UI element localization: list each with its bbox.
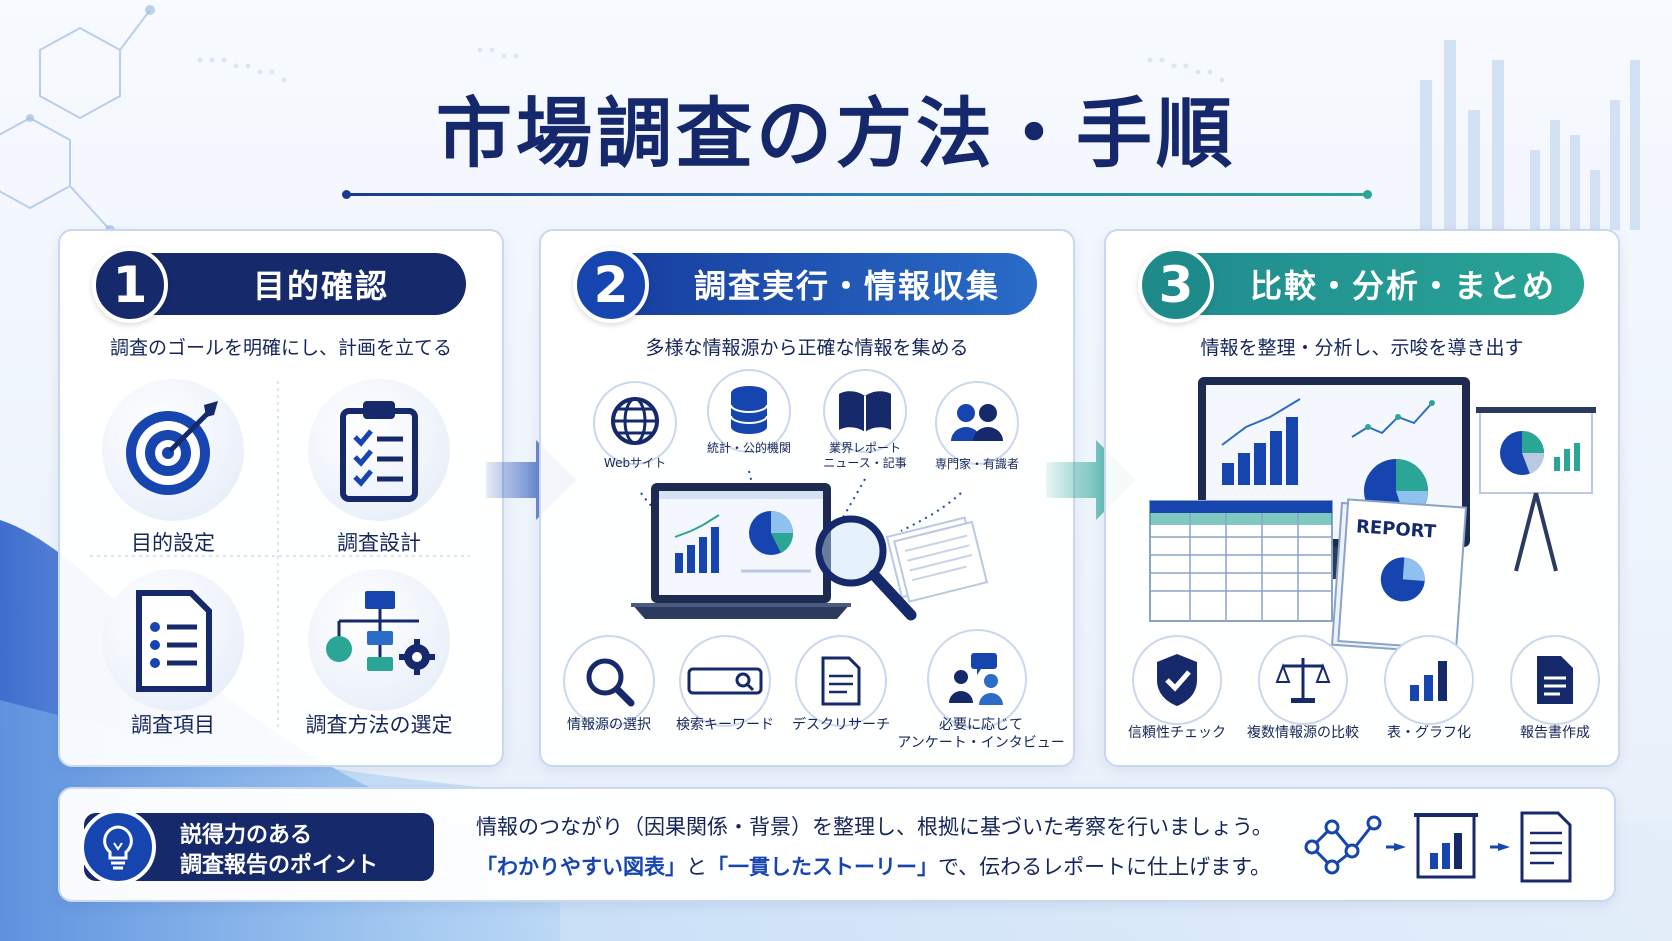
people-icon xyxy=(935,381,1019,465)
analysis-dashboard-illustration xyxy=(1149,377,1596,654)
action-report-writing-label: 報告書作成 xyxy=(1520,725,1590,741)
step-3-subtitle: 情報を整理・分析し、示唆を導き出す xyxy=(1200,337,1524,359)
step-1-title: 目的確認 xyxy=(252,267,389,305)
step-2-panel: 2 調査実行・情報収集 多様な情報源から正確な情報を集める Webサイト 統計・… xyxy=(539,229,1075,767)
key-point-connector: と xyxy=(686,855,707,879)
flowchart-gear-icon xyxy=(308,569,450,711)
title-underline xyxy=(342,190,1372,199)
globe-icon xyxy=(593,381,677,465)
key-point-title: 説得力のある 調査報告のポイント xyxy=(180,821,378,880)
step-2-title: 調査実行・情報収集 xyxy=(693,267,1000,305)
flow-to-report-icons xyxy=(1304,811,1572,883)
action-source-select-label: 情報源の選択 xyxy=(567,717,651,733)
search-bar-icon xyxy=(679,635,771,727)
step-1-panel: 1 目的確認 調査のゴールを明確にし、計画を立てる 目的設定 xyxy=(58,229,504,767)
key-point-title-line1: 説得力のある xyxy=(180,823,313,848)
target-icon xyxy=(102,379,244,521)
step-1-number: 1 xyxy=(92,247,168,323)
clipboard-checklist-icon xyxy=(308,379,450,521)
step-1-dividers xyxy=(90,381,470,731)
magnifier-icon xyxy=(563,635,655,727)
network-nodes-icon xyxy=(1304,815,1382,875)
item-purpose-setting: 目的設定 xyxy=(131,531,215,555)
action-reliability-label: 信頼性チェック xyxy=(1128,725,1226,741)
item-method-selection: 調査方法の選定 xyxy=(305,713,453,737)
action-desk-research-label: デスクリサーチ xyxy=(792,717,890,733)
list-document-icon xyxy=(102,569,244,711)
book-icon xyxy=(823,369,907,453)
report-doc-icon xyxy=(1510,635,1600,725)
report-document-icon xyxy=(1520,811,1572,883)
key-point-box: 説得力のある 調査報告のポイント 情報のつながり（因果関係・背景）を整理し、根拠… xyxy=(58,787,1616,902)
interview-icon xyxy=(927,629,1027,729)
key-point-title-line2: 調査報告のポイント xyxy=(180,852,379,878)
key-point-line1: 情報のつながり（因果関係・背景）を整理し、根拠に基づいた考察を行いましょう。 xyxy=(476,815,1273,839)
source-statistics-label: 統計・公的機関 xyxy=(706,441,791,455)
step-3-number: 3 xyxy=(1138,247,1214,323)
step-1-header: 1 目的確認 xyxy=(92,247,466,323)
item-survey-items: 調査項目 xyxy=(131,713,215,737)
item-survey-design: 調査設計 xyxy=(337,531,421,555)
shield-check-icon xyxy=(1132,635,1222,725)
step-3-panel: 3 比較・分析・まとめ 情報を整理・分析し、示唆を導き出す xyxy=(1104,229,1620,767)
action-interview-label: 必要に応じて アンケート・インタビュー xyxy=(897,717,1065,751)
page-title: 市場調査の方法・手順 xyxy=(436,89,1236,178)
lightbulb-icon xyxy=(80,809,156,885)
step-3-header: 3 比較・分析・まとめ xyxy=(1138,247,1584,323)
step-2-subtitle: 多様な情報源から正確な情報を集める xyxy=(645,337,969,359)
key-point-highlight-charts: 「わかりやすい図表」 xyxy=(476,855,686,879)
document-icon xyxy=(795,635,887,727)
chart-board-icon xyxy=(1414,813,1478,879)
source-website-label: Webサイト xyxy=(603,456,667,470)
step-2-header: 2 調査実行・情報収集 xyxy=(573,247,1037,323)
step-3-title: 比較・分析・まとめ xyxy=(1249,267,1556,305)
bar-chart-icon xyxy=(1384,635,1474,725)
source-industry-report-label: 業界レポート ニュース・記事 xyxy=(823,441,907,470)
step-2-number: 2 xyxy=(573,247,649,323)
key-point-highlight-story: 「一貫したストーリー」 xyxy=(707,855,938,879)
database-icon xyxy=(707,369,791,453)
scale-icon xyxy=(1258,635,1348,725)
action-compare-sources-label: 複数情報源の比較 xyxy=(1247,725,1359,741)
laptop-research-illustration xyxy=(631,470,989,621)
source-experts-label: 専門家・有識者 xyxy=(934,457,1019,471)
action-charting-label: 表・グラフ化 xyxy=(1387,725,1471,741)
step-1-subtitle: 調査のゴールを明確にし、計画を立てる xyxy=(109,337,452,359)
action-search-keyword-label: 検索キーワード xyxy=(676,717,774,733)
key-point-badge: 説得力のある 調査報告のポイント xyxy=(80,809,434,885)
key-point-line2-end: で、伝わるレポートに仕上げます。 xyxy=(938,855,1272,879)
key-point-line2: 「わかりやすい図表」と「一貫したストーリー」で、伝わるレポートに仕上げます。 xyxy=(476,851,1271,881)
